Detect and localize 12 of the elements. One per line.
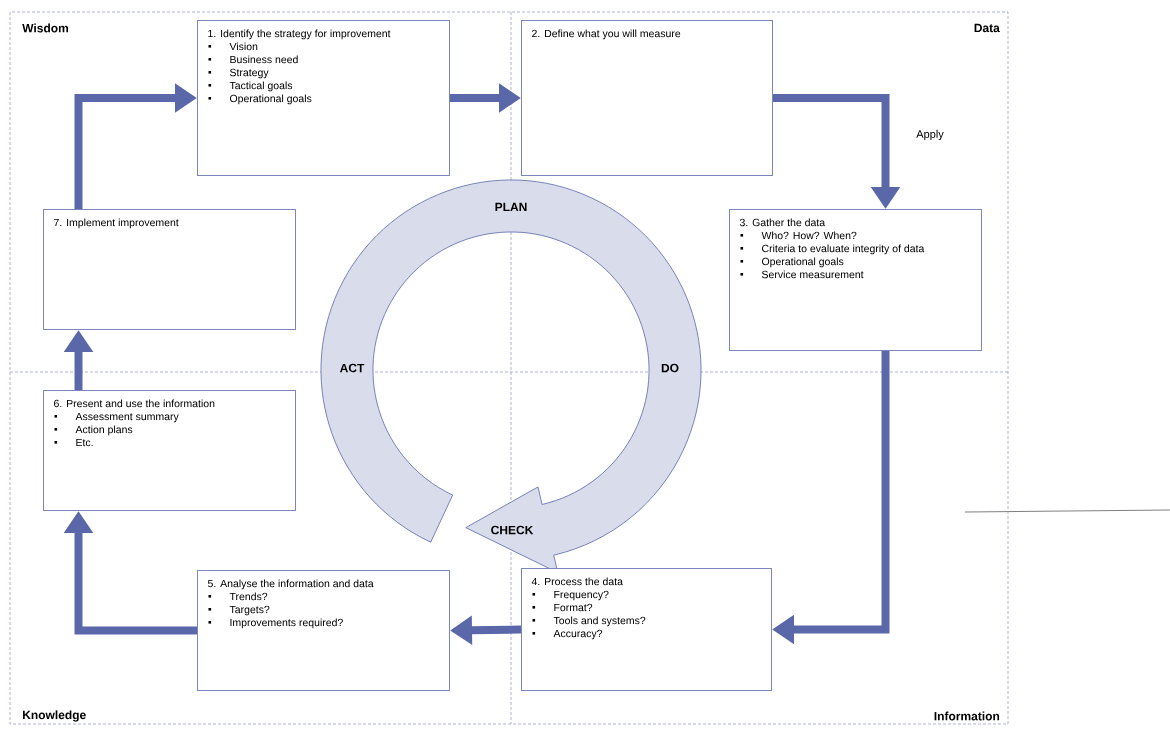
step-box: 2. Define what you will measure bbox=[521, 20, 773, 176]
quadrant-label: Information bbox=[934, 711, 1000, 721]
quadrant-label: Data bbox=[974, 23, 1000, 33]
step-box: 4. Process the data Frequency? Format? Tools and systems? Accuracy? bbox=[521, 568, 772, 691]
quadrant-label: Knowledge bbox=[23, 710, 86, 722]
step-box: 5. Analyse the information and data Trends? Targets? Improvements required? bbox=[197, 570, 450, 691]
step-box: 7. Implement improvement bbox=[43, 209, 296, 330]
edge-label: Apply bbox=[914, 127, 946, 143]
step-box: 6. Present and use the information Assessment summary Action plans Etc. bbox=[43, 390, 296, 511]
step-box: 1. Identify the strategy for improvement Vision Business need Strategy Tactical goals Operational goals bbox=[197, 20, 450, 176]
quadrant-label: Wisdom bbox=[22, 23, 69, 33]
step-box: 3. Gather the data Who? How? When? Criteria to evaluate integrity of data Operational goals Service measurement bbox=[729, 209, 982, 351]
